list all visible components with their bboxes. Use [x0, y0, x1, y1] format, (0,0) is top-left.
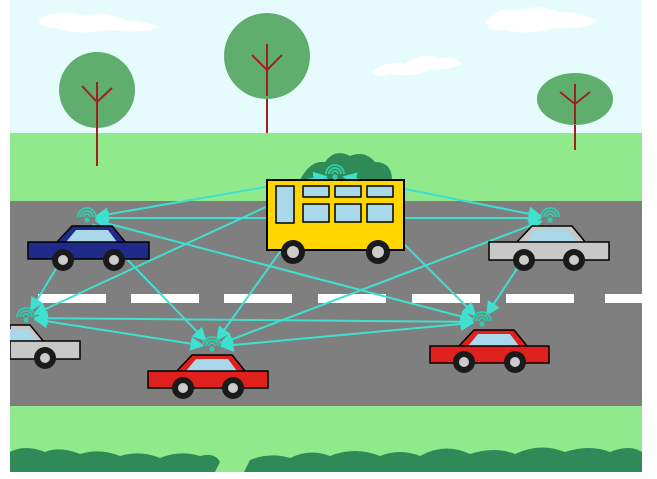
car-red-center	[147, 354, 269, 399]
frame-left	[0, 0, 10, 479]
cloud-icon	[486, 7, 598, 33]
cloud-icon	[372, 56, 462, 76]
wifi-layer	[16, 164, 560, 352]
link-car-red-center-to-car-red-right	[219, 317, 475, 352]
frame-right	[642, 0, 657, 479]
wifi-icon	[540, 207, 560, 223]
wifi-icon	[77, 207, 97, 223]
wifi-icon	[325, 164, 345, 180]
bus	[266, 179, 405, 264]
wifi-icon	[16, 307, 36, 323]
hedge-left	[10, 448, 220, 472]
car-red-right	[429, 329, 550, 373]
tree-icon	[537, 73, 613, 150]
frame-bottom	[0, 472, 657, 479]
car-silver-right	[488, 225, 610, 271]
wifi-icon	[472, 311, 492, 327]
cloud-icon	[39, 12, 160, 33]
hedge-right	[244, 447, 642, 472]
wifi-icon	[202, 336, 222, 352]
car-navy	[27, 225, 150, 271]
tree-icon	[59, 52, 135, 166]
tree-icon	[224, 13, 310, 133]
car-silver-left	[9, 324, 81, 369]
